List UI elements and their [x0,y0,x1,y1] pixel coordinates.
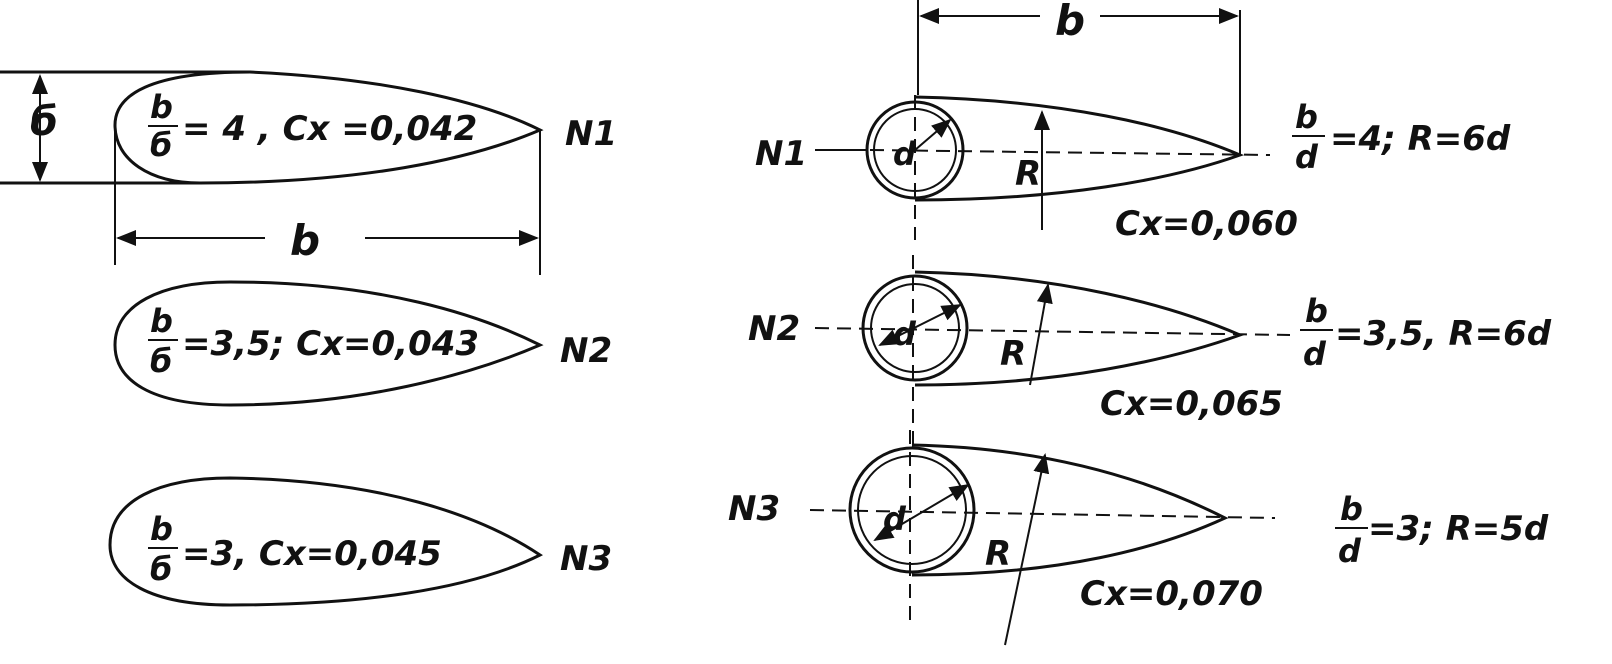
radius-label: R [1000,334,1026,374]
drag-coefficient: Cx=0,070 [1080,574,1263,614]
diameter-label: d [883,500,907,538]
ratio-value: = 4 , Cx =0,042 [182,109,477,149]
profile-label: N2 [560,331,612,371]
diameter-label: d [893,135,917,173]
left-profile-n2: b б =3,5; Cx=0,043 N2 [113,280,612,407]
ratio-den: б [150,126,172,164]
ratio-num: b [150,510,173,548]
profile-label: N3 [560,539,612,579]
ratio-value: =3; R=5d [1368,509,1549,549]
drag-coefficient: Cx=0,060 [1115,204,1298,244]
ratio-num: b [1340,490,1363,528]
diameter-label: d [893,315,917,353]
profile-label: N1 [755,134,807,174]
ratio-den: б [150,550,172,588]
ratio-num: b [150,88,173,126]
profile-label: N3 [728,489,780,529]
ratio-value: =3,5, R=6d [1335,314,1552,354]
right-profile-n2: d R N2 Cx=0,065 b d =3,5, R=6d [748,255,1552,445]
profile-label: N2 [748,309,800,349]
ratio-value: =3, Cx=0,045 [182,534,442,574]
left-profile-n1: б b b б = 4 , Cx =0,042 N1 [0,70,617,275]
ratio-num: b [1295,98,1318,136]
ratio-den: d [1338,532,1362,570]
radius-label: R [985,534,1011,574]
ratio-num: b [1305,292,1328,330]
ratio-den: d [1295,138,1319,176]
drag-coefficient: Cx=0,065 [1100,384,1283,424]
chord-label: b [290,216,320,265]
ratio-den: б [150,342,172,380]
ratio-value: =4; R=6d [1330,119,1511,159]
right-profile-n1: b d R N1 Cx=0,060 b d =4; R=6d [755,0,1511,244]
ratio-num: b [150,302,173,340]
ratio-den: d [1303,335,1327,373]
thickness-label: б [30,99,58,145]
radius-label: R [1015,154,1041,194]
ratio-value: =3,5; Cx=0,043 [182,324,479,364]
right-profile-n3: d R N3 Cx=0,070 b d =3; R=5d [728,430,1549,646]
profile-label: N1 [565,114,617,154]
left-profile-n3: b б =3, Cx=0,045 N3 [108,476,612,607]
chord-label: b [1055,0,1085,45]
